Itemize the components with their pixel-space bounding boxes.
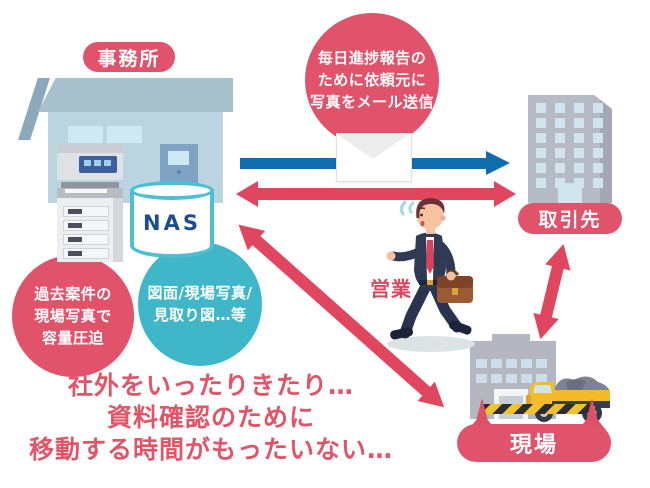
stored-files-bubble: 図面/現場写真/ 見取り図…等	[138, 242, 262, 366]
stored-files-line: 見取り図…等	[153, 306, 247, 324]
capacity-bubble: 過去案件の 現場写真で 容量圧迫	[12, 255, 134, 377]
office-label: 事務所	[97, 47, 161, 70]
walking-salesman-icon	[386, 198, 473, 340]
sweat-icon	[399, 200, 415, 216]
dump-truck-icon	[526, 376, 610, 423]
email-report-line: 写真をメール送信	[309, 93, 434, 111]
office-window	[68, 126, 103, 143]
email-report-line: 毎日進捗報告の	[317, 49, 427, 67]
bottom-warning-line: 移動する時間がもったいない…	[28, 435, 393, 464]
client-site-double-arrow	[527, 240, 577, 343]
email-report-line: ために依頼元に	[317, 71, 427, 89]
office-label-pill: 事務所	[83, 42, 175, 72]
site-label: 現場	[509, 433, 558, 458]
bottom-warning-text: 社外をいったりきたり… 資料確認のために 移動する時間がもったいない…	[22, 370, 400, 466]
envelope-icon	[336, 133, 412, 182]
bottom-warning-line: 社外をいったりきたり…	[67, 371, 354, 400]
client-door	[558, 183, 582, 203]
client-building-icon	[528, 95, 612, 203]
sales-label: 営業	[370, 277, 412, 301]
nas-label: NAS	[143, 211, 201, 235]
door-knob	[177, 170, 181, 174]
office-door	[160, 144, 198, 184]
copier-icon	[57, 144, 123, 262]
client-label-pill: 取引先	[518, 203, 622, 234]
email-report-bubble: 毎日進捗報告の ために依頼元に 写真をメール送信	[305, 13, 439, 147]
capacity-line: 現場写真で	[34, 307, 112, 325]
copier-control-panel	[79, 156, 117, 173]
capacity-line: 過去案件の	[34, 285, 112, 303]
door-window	[168, 151, 189, 165]
office-roof	[38, 78, 233, 112]
stored-files-line: 図面/現場写真/	[147, 284, 253, 302]
site-label-pill: 現場	[457, 424, 611, 462]
office-window	[107, 126, 142, 143]
salesman-shadow	[387, 336, 475, 352]
client-label: 取引先	[538, 209, 602, 231]
capacity-line: 容量圧迫	[41, 329, 104, 347]
bottom-warning-line: 資料確認のために	[106, 403, 315, 432]
barrier-bar-icon	[481, 404, 595, 414]
